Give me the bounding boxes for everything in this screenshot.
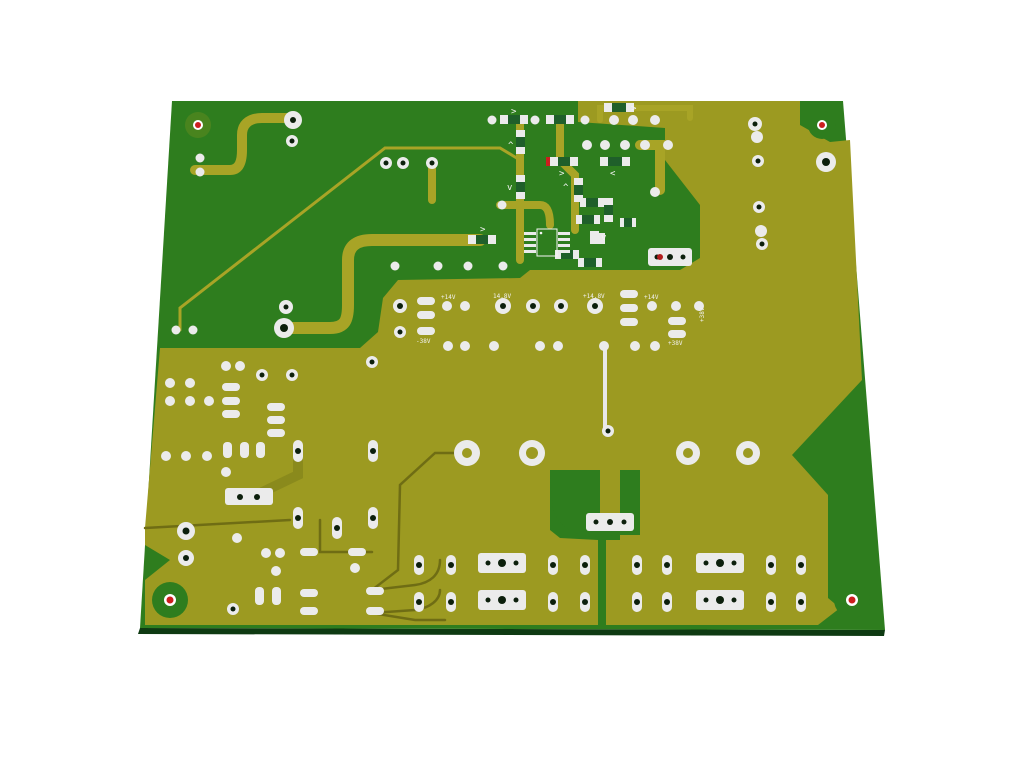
red-marker	[657, 254, 663, 260]
silk-label-2: 14.8V	[493, 293, 511, 300]
pocket-divider	[600, 466, 620, 526]
mounting-holes	[152, 111, 870, 618]
large-pads	[454, 440, 760, 466]
pocket-left-fill	[598, 537, 606, 625]
silk-mark-5: <	[610, 169, 616, 179]
silk-mark-2: >	[631, 104, 637, 114]
silk-mark-6: ^	[508, 141, 514, 151]
smd-components	[468, 103, 636, 267]
silk-label-5: -38V	[416, 338, 431, 345]
silk-mark-7: ^	[563, 183, 569, 193]
silk-mark-8: v	[507, 183, 512, 193]
silk-label-3: +14.8V	[583, 293, 605, 300]
silk-label-7: +38V	[699, 307, 706, 322]
silk-mark-1: >	[511, 107, 517, 117]
silk-label-1: +14V	[441, 294, 456, 301]
silkscreen: +14V 14.8V +14.8V +14V -38V +38V +38V > …	[416, 104, 706, 347]
board-edge	[138, 628, 885, 636]
silk-mark-9: v	[601, 233, 606, 243]
silk-mark-3: >	[559, 169, 565, 179]
silk-mark-4: >	[480, 225, 486, 235]
copper-pour-main	[145, 101, 862, 625]
silk-label-4: +14V	[644, 294, 659, 301]
silk-label-6: +38V	[668, 340, 683, 347]
drill-holes	[182, 117, 830, 612]
